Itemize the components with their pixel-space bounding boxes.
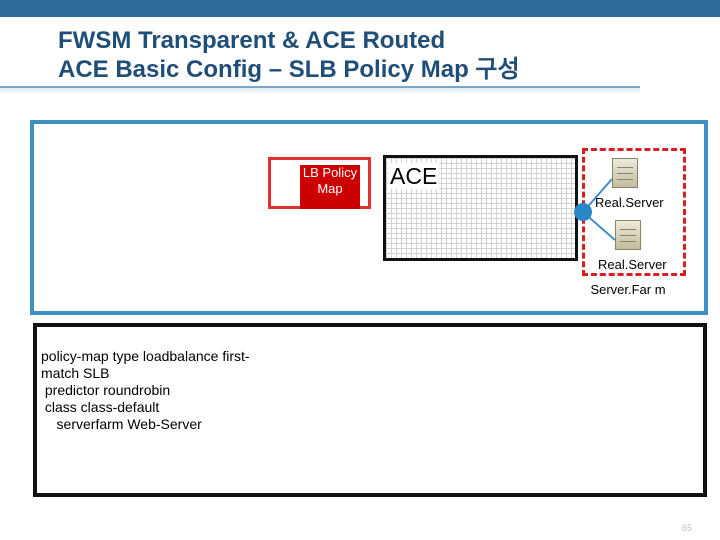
config-line: serverfarm Web-Server bbox=[41, 416, 202, 432]
lb-policy-label: LB Policy Map bbox=[300, 165, 360, 209]
config-line: predictor roundrobin bbox=[41, 382, 171, 398]
config-line: class class-default bbox=[41, 399, 160, 415]
real-server-2-label: Real.Server bbox=[598, 257, 667, 272]
top-bar bbox=[0, 0, 720, 17]
server-icon bbox=[615, 220, 641, 250]
page-number: 65 bbox=[682, 523, 693, 533]
title-line-2: ACE Basic Config – SLB Policy Map 구성 bbox=[58, 56, 520, 83]
page-title: FWSM Transparent & ACE Routed ACE Basic … bbox=[58, 26, 520, 84]
config-box bbox=[33, 323, 707, 497]
ace-box bbox=[383, 155, 578, 261]
config-line: match SLB bbox=[41, 365, 110, 381]
title-shadow bbox=[0, 88, 640, 94]
title-line-1: FWSM Transparent & ACE Routed bbox=[58, 27, 446, 54]
config-line: policy-map type loadbalance first- bbox=[41, 348, 250, 364]
server-farm-label: Server.Far m bbox=[590, 282, 666, 297]
diagram-panel bbox=[30, 120, 708, 315]
real-server-1-label: Real.Server bbox=[595, 195, 664, 210]
title-underline bbox=[0, 86, 640, 88]
network-node-icon bbox=[574, 203, 592, 221]
server-icon bbox=[612, 158, 638, 188]
ace-label: ACE bbox=[388, 163, 440, 189]
